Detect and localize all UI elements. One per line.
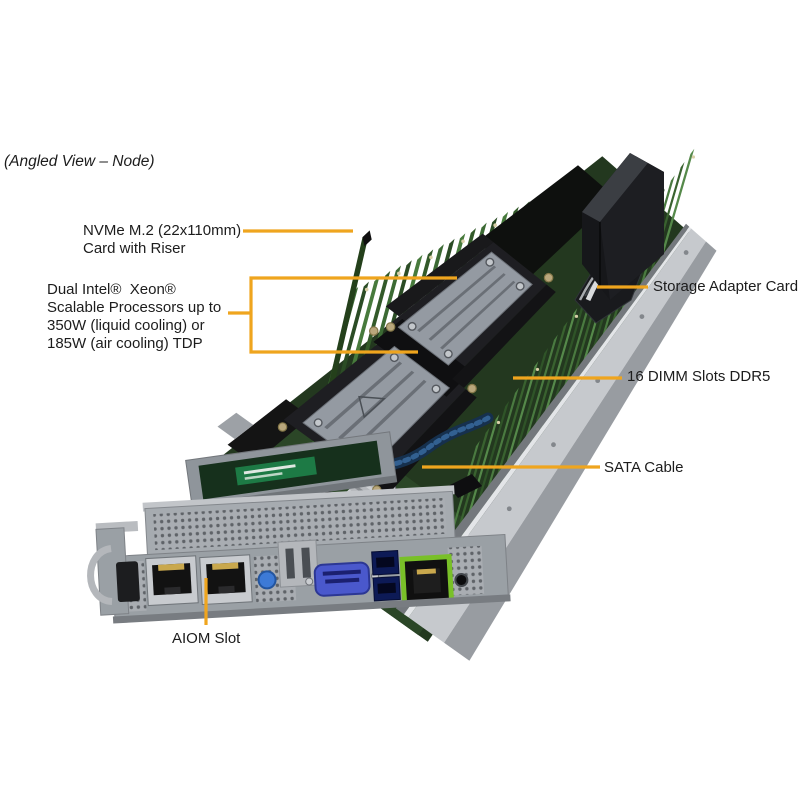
view-caption: (Angled View – Node) — [4, 153, 155, 170]
hinge-bracket — [277, 539, 319, 588]
id-button — [454, 573, 469, 588]
label-sata-cable: SATA Cable — [604, 459, 684, 476]
vga-port — [305, 561, 380, 597]
label-nvme-riser: NVMe M.2 (22x110mm) Card with Riser — [83, 222, 242, 257]
usb-ports — [371, 550, 401, 602]
label-aiom-slot: AIOM Slot — [172, 630, 241, 647]
latch — [116, 561, 140, 603]
front-io-panel — [87, 485, 511, 624]
label-dual-xeon: Dual Intel® Xeon® Scalable Processors up… — [47, 281, 222, 352]
label-dimm-slots: 16 DIMM Slots DDR5 — [627, 368, 771, 385]
thumbscrew — [257, 570, 277, 590]
label-storage-adapter: Storage Adapter Card — [653, 278, 799, 295]
callout-lines — [204, 229, 648, 625]
pull-handle — [87, 545, 113, 606]
xeon-callout-line — [228, 276, 457, 354]
mgmt-lan-port — [399, 554, 455, 607]
lan-port-1 — [145, 555, 199, 607]
lan-port-2 — [199, 554, 253, 606]
